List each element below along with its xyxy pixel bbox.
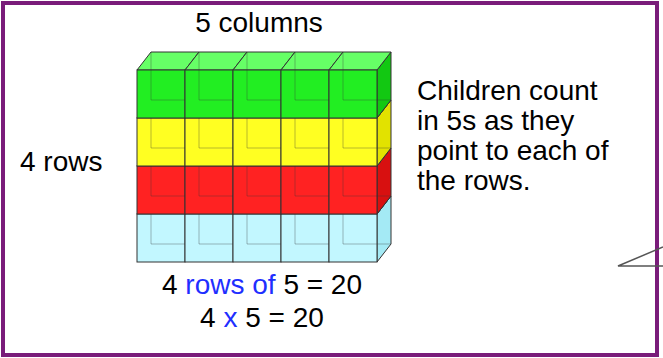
cube-front	[185, 70, 233, 118]
cube-front	[233, 118, 281, 166]
sentence-part: 5 = 20	[237, 302, 323, 333]
row-count: 4 rows	[20, 147, 102, 177]
sentence-part: 4	[200, 302, 223, 333]
cube-top	[329, 52, 391, 70]
highlighted-words: rows of	[185, 269, 275, 300]
sentence-part: 5 = 20	[276, 269, 362, 300]
cube	[329, 52, 391, 118]
cube-front	[281, 214, 329, 262]
cube-front	[329, 70, 377, 118]
cube-front	[233, 214, 281, 262]
cube-front	[233, 166, 281, 214]
highlighted-words: x	[223, 302, 237, 333]
cube-front	[281, 166, 329, 214]
column-count: 5 columns	[195, 8, 323, 38]
cube-front	[185, 118, 233, 166]
slide-frame	[3, 3, 657, 355]
cube-front	[329, 166, 377, 214]
cube-front	[185, 214, 233, 262]
cube-array	[137, 52, 391, 262]
speech-bubble-tail	[618, 247, 663, 266]
cube-front	[233, 70, 281, 118]
cube-back-edge	[343, 52, 391, 100]
cube-front	[281, 118, 329, 166]
rows-of-sentence: 4 rows of 5 = 20	[162, 270, 362, 300]
multiplication-sentence: 4 x 5 = 20	[200, 303, 324, 333]
cube-front	[137, 118, 185, 166]
cube-front	[329, 118, 377, 166]
cube-front	[137, 166, 185, 214]
cube-front	[137, 70, 185, 118]
cube-front	[185, 166, 233, 214]
cube-front	[137, 214, 185, 262]
instruction-note: Children count in 5s as they point to ea…	[417, 76, 624, 196]
sentence-part: 4	[162, 269, 185, 300]
cube-front	[329, 214, 377, 262]
cube-front	[281, 70, 329, 118]
